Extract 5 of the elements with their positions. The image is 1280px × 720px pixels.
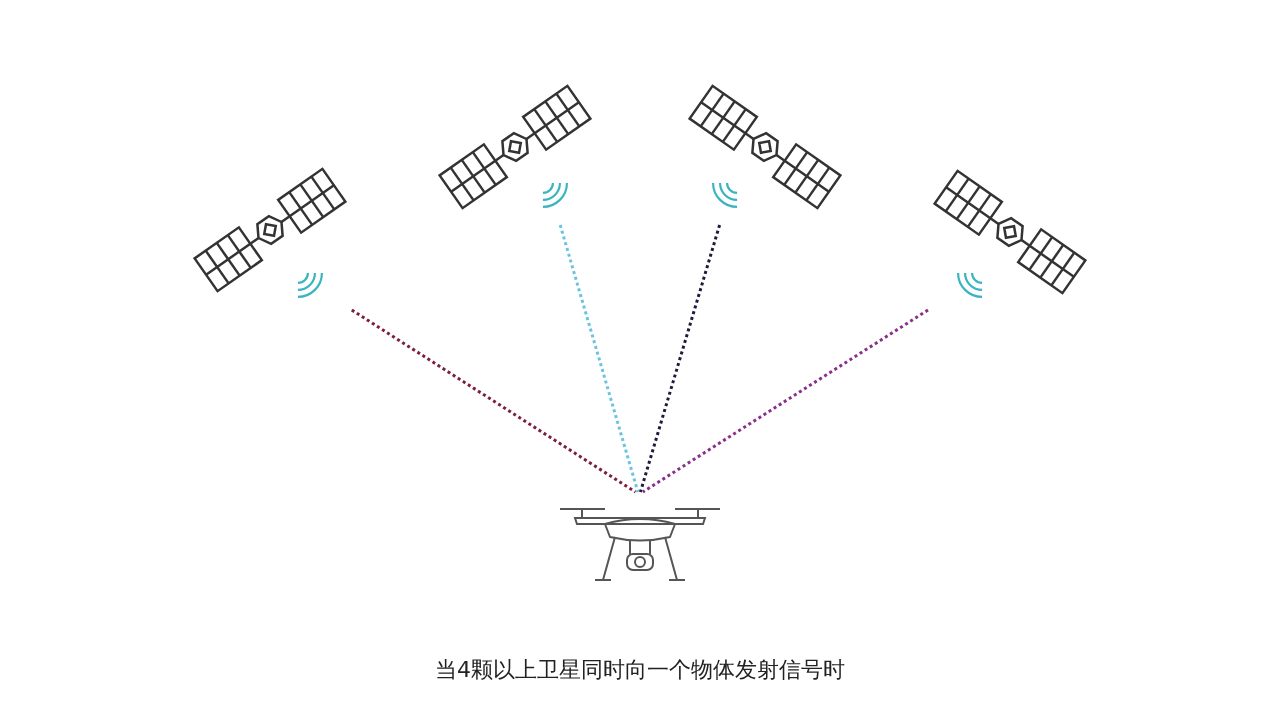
signal-line <box>350 308 637 494</box>
caption: 当4颗以上卫星同时向一个物体发射信号时 <box>435 656 845 684</box>
signal-line <box>558 224 640 493</box>
signal-line <box>638 224 722 493</box>
signal-line <box>642 308 929 494</box>
